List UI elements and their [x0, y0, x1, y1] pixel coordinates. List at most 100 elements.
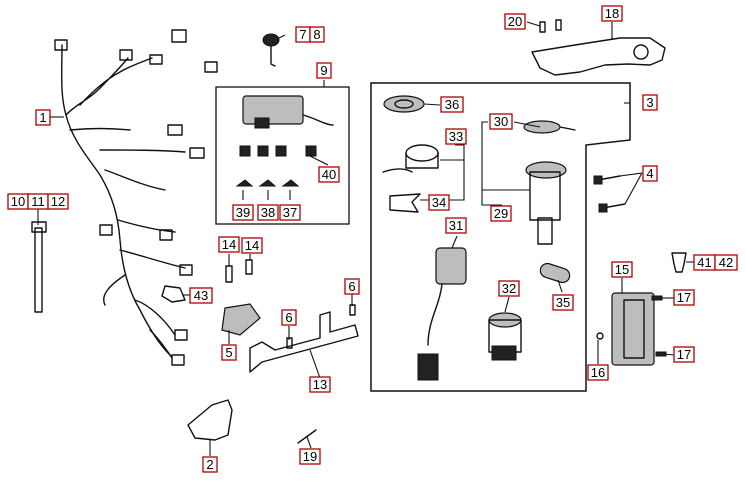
callout-32: 32: [498, 280, 520, 297]
callout-30: 30: [489, 113, 513, 130]
callout-17-top: 17: [673, 289, 695, 306]
svg-text:30: 30: [494, 114, 508, 129]
callout-31: 31: [445, 217, 467, 234]
svg-text:36: 36: [445, 97, 459, 112]
callout-29: 29: [490, 205, 512, 222]
callout-33: 33: [445, 128, 467, 145]
callout-41: 41: [693, 254, 716, 271]
callout-8: 8: [309, 26, 325, 43]
lock-cover: [383, 95, 425, 113]
leader-lines: [37, 21, 694, 456]
svg-text:33: 33: [449, 129, 463, 144]
callout-19: 19: [299, 448, 321, 465]
svg-text:15: 15: [615, 262, 629, 277]
svg-text:35: 35: [556, 295, 570, 310]
lock-clip: [389, 193, 421, 213]
svg-text:32: 32: [502, 281, 516, 296]
svg-text:17: 17: [677, 347, 691, 362]
callout-14-left: 14: [218, 236, 240, 253]
callout-7: 7: [295, 26, 311, 43]
bracket: [187, 399, 233, 441]
svg-text:18: 18: [605, 6, 619, 21]
svg-text:41: 41: [697, 255, 711, 270]
callout-4: 4: [642, 165, 658, 182]
callout-38: 38: [257, 204, 279, 221]
svg-text:6: 6: [348, 279, 355, 294]
svg-text:4: 4: [646, 166, 653, 181]
ignition-key: [262, 33, 280, 67]
horn-bracket: [249, 311, 359, 373]
callout-10: 10: [7, 193, 29, 210]
callout-14-right: 14: [241, 237, 263, 254]
svg-text:5: 5: [225, 345, 232, 360]
harness-clip: [161, 285, 186, 303]
svg-text:14: 14: [222, 237, 236, 252]
svg-text:1: 1: [39, 110, 46, 125]
svg-text:12: 12: [51, 194, 65, 209]
cable-tie: [34, 227, 43, 313]
callout-36: 36: [440, 96, 464, 113]
handlebar-switch: [242, 95, 334, 129]
power-socket: [488, 312, 522, 361]
callout-6-left: 6: [281, 309, 297, 326]
svg-text:38: 38: [261, 205, 275, 220]
callout-35: 35: [552, 294, 574, 311]
callout-6-right: 6: [344, 278, 360, 295]
washer: [596, 332, 604, 340]
mounting-plate: [531, 37, 666, 76]
callout-40: 40: [318, 166, 340, 183]
callout-12: 12: [47, 193, 69, 210]
svg-text:39: 39: [236, 205, 250, 220]
wiring-harness: [54, 29, 218, 366]
svg-text:19: 19: [303, 449, 317, 464]
svg-text:7: 7: [299, 27, 306, 42]
svg-text:16: 16: [591, 365, 605, 380]
callout-3: 3: [642, 94, 658, 111]
callout-20: 20: [504, 13, 526, 30]
svg-text:2: 2: [206, 457, 213, 472]
callout-39: 39: [232, 204, 254, 221]
callout-43: 43: [189, 287, 213, 304]
svg-text:3: 3: [646, 95, 653, 110]
svg-text:43: 43: [194, 288, 208, 303]
svg-text:20: 20: [508, 14, 522, 29]
svg-text:13: 13: [313, 377, 327, 392]
svg-text:31: 31: [449, 218, 463, 233]
svg-text:29: 29: [494, 206, 508, 221]
ignition-wire-connector: [417, 247, 467, 381]
callout-34: 34: [428, 194, 450, 211]
callout-9: 9: [316, 62, 332, 79]
callout-16: 16: [587, 364, 609, 381]
regulator-rectifier: [611, 292, 655, 366]
callout-1: 1: [35, 109, 51, 126]
svg-text:6: 6: [285, 310, 292, 325]
ignition-switch: [523, 120, 576, 245]
svg-text:37: 37: [283, 205, 297, 220]
callout-18: 18: [601, 5, 623, 22]
bolts: [593, 175, 626, 213]
callout-15: 15: [611, 261, 633, 278]
callout-11: 11: [27, 193, 49, 210]
svg-text:40: 40: [322, 167, 336, 182]
callout-17-bottom: 17: [673, 346, 695, 363]
svg-text:17: 17: [677, 290, 691, 305]
horn: [221, 259, 261, 336]
callout-42: 42: [714, 254, 738, 271]
switch-knobs: [239, 145, 317, 157]
callout-13: 13: [309, 376, 331, 393]
pin: [297, 429, 317, 444]
svg-text:42: 42: [719, 255, 733, 270]
seat-lock: [382, 144, 439, 173]
callout-5: 5: [221, 344, 237, 361]
callout-37: 37: [279, 204, 301, 221]
fuse: [671, 252, 687, 273]
svg-text:34: 34: [432, 195, 446, 210]
svg-text:10: 10: [11, 194, 25, 209]
svg-text:11: 11: [31, 194, 45, 209]
rubber-sleeve: [539, 262, 571, 284]
svg-text:14: 14: [245, 238, 259, 253]
svg-text:8: 8: [313, 27, 320, 42]
svg-text:9: 9: [320, 63, 327, 78]
switch-kit-box: [215, 86, 350, 225]
